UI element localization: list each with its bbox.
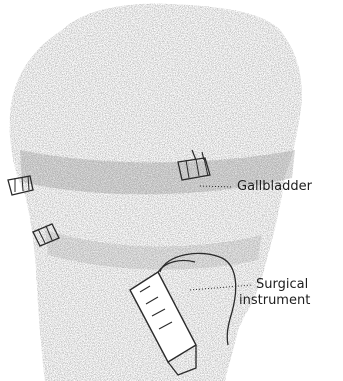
gallbladder-label: Gallbladder [237, 179, 312, 194]
surgical-instrument-label-line1: Surgical [256, 277, 308, 292]
surgical-instrument-label-line2: instrument [239, 293, 310, 308]
